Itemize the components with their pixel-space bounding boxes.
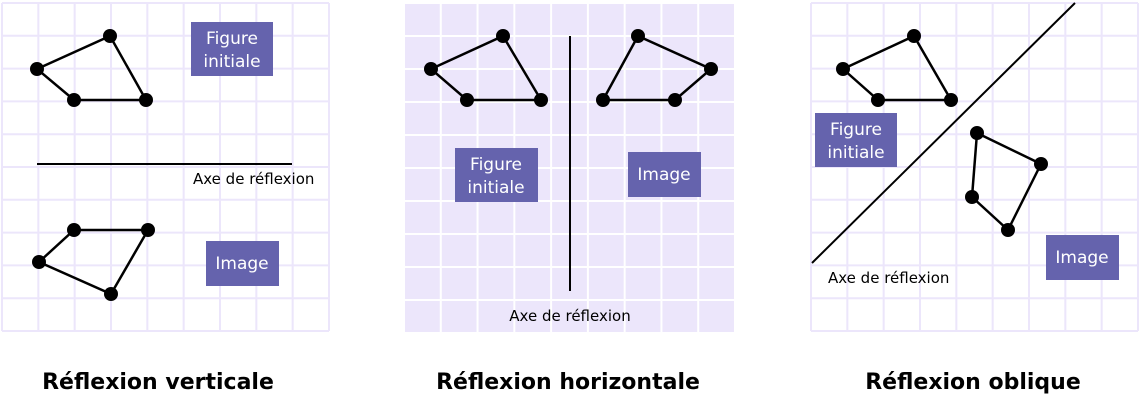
image-label: Image [215, 254, 268, 274]
vertex-point [836, 62, 850, 76]
vertex-point [534, 93, 548, 107]
figure-label-box [455, 148, 538, 202]
vertex-point [67, 223, 81, 237]
vertex-point [965, 190, 979, 204]
vertex-point [139, 93, 153, 107]
figure-label-line2: initiale [827, 143, 884, 163]
vertex-point [871, 93, 885, 107]
vertex-point [668, 93, 682, 107]
vertex-point [704, 62, 718, 76]
image-label-box [206, 241, 279, 286]
vertex-point [104, 287, 118, 301]
image-label-box [628, 152, 701, 197]
panel-vertical: Axe de réflexion Figure initiale Image R… [34, 22, 314, 395]
axis-label: Axe de réflexion [828, 269, 949, 287]
figure-label-line2: initiale [467, 178, 524, 198]
panel-title: Réflexion verticale [42, 370, 274, 395]
figure-label-box [815, 113, 897, 167]
figure-label-line2: initiale [203, 52, 260, 72]
vertex-point [103, 29, 117, 43]
vertex-point [631, 29, 645, 43]
axis-label: Axe de réflexion [509, 307, 630, 325]
vertex-point [141, 223, 155, 237]
image-label: Image [637, 165, 690, 185]
grid [1, 2, 330, 332]
vertex-point [424, 62, 438, 76]
vertex-point [460, 93, 474, 107]
vertex-point [907, 29, 921, 43]
figure-label-line1: Figure [206, 29, 258, 49]
figure-label-line1: Figure [470, 155, 522, 175]
vertex-point [32, 255, 46, 269]
vertex-point [596, 93, 610, 107]
panel-title: Réflexion horizontale [436, 370, 700, 395]
vertex-point [67, 93, 81, 107]
image-figure [36, 228, 151, 296]
vertex-point [1034, 157, 1048, 171]
vertex-point [1001, 223, 1015, 237]
figure-label-line1: Figure [830, 120, 882, 140]
vertex-point [944, 93, 958, 107]
panel-oblique: Axe de réflexion Figure initiale Image R… [811, 2, 1119, 395]
panel-title: Réflexion oblique [865, 370, 1081, 395]
image-label-box [1046, 235, 1119, 280]
vertex-point [30, 62, 44, 76]
reflection-axis [811, 2, 1076, 264]
vertex-point [496, 29, 510, 43]
image-label: Image [1055, 248, 1108, 268]
image-figure [970, 131, 1043, 233]
axis-label: Axe de réflexion [193, 170, 314, 188]
vertex-point [970, 126, 984, 140]
figure-label-box [191, 22, 273, 76]
